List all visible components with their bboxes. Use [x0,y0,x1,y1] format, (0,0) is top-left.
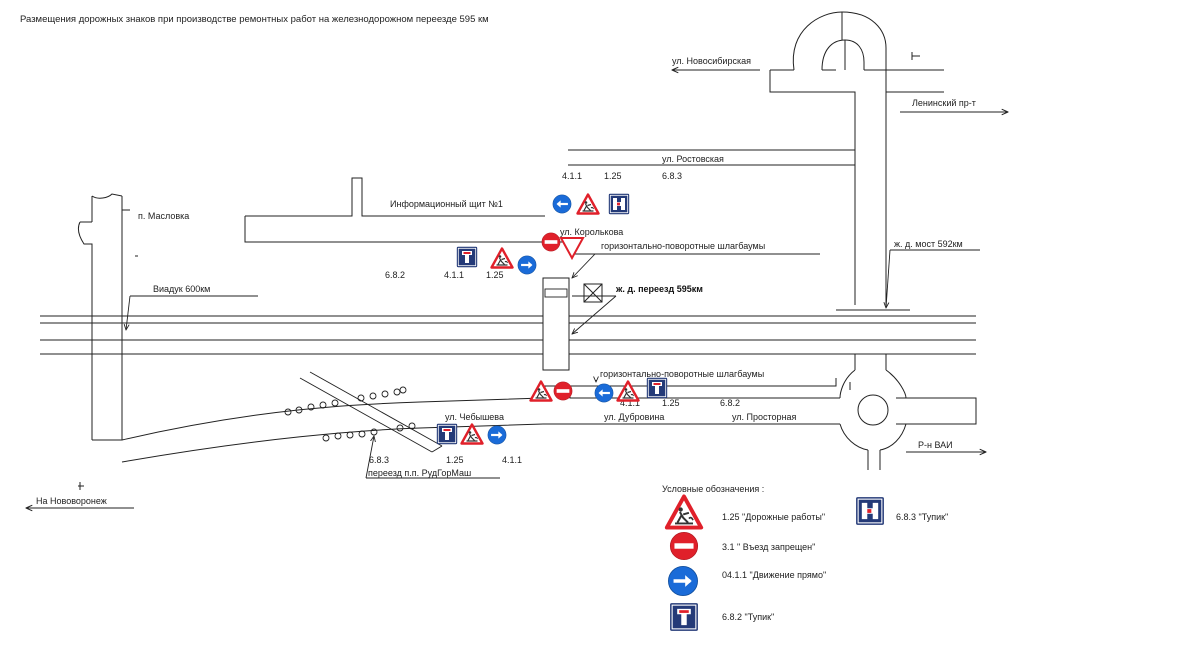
legend-item-road-works: 1.25 "Дорожные работы" [722,512,825,522]
dead-end-sign-top [608,193,630,215]
label-barriers-bottom: горизонтально-поворотные шлагбаумы [600,369,764,379]
railway-tracks [40,309,976,355]
legend-road-works-icon [664,494,704,530]
code-right-125: 1.25 [662,398,680,408]
straight-arrow-sign-right [594,383,614,403]
code-left-683: 6.8.3 [369,455,389,465]
road-works-sign-bottom [529,380,553,402]
korolkova-upper-edge [245,177,545,217]
top-loop-junction [769,11,944,305]
code-mid-125: 1.25 [486,270,504,280]
code-mid-411: 4.1.1 [444,270,464,280]
label-crossing: ж. д. переезд 595км [615,284,703,294]
label-prostornaya: ул. Просторная [732,412,797,422]
label-novovoronezh: На Нововоронеж [36,496,107,506]
label-vai: Р-н ВАИ [918,440,953,450]
rudgormash-spur [299,371,443,453]
legend-item-dead-end-side: 6.8.3 "Тупик" [896,512,948,522]
label-novosibirskaya: ул. Новосибирская [672,56,751,66]
dead-end-sign-mid [456,246,478,268]
label-rostovskaya: ул. Ростовская [662,154,724,164]
code-right-682: 6.8.2 [720,398,740,408]
code-top-411: 4.1.1 [562,171,582,181]
label-barriers-top: горизонтально-поворотные шлагбаумы [601,241,765,251]
dead-end-sign-left [436,423,458,445]
legend-dead-end-icon [669,602,699,632]
leader-lines [126,249,980,479]
label-maslovka: п. Масловка [138,211,189,221]
legend: Условные обозначения : 1.25 "Дорожные ра… [662,484,948,632]
legend-title: Условные обозначения : [662,484,764,494]
label-dubrovina: ул. Дубровина [604,412,664,422]
legend-straight-arrow-icon [667,565,699,597]
label-rudgormash: переезд п.п. РудГорМаш [368,468,471,478]
label-viaduct: Виадук 600км [153,284,210,294]
legend-dead-end-side-icon [855,496,885,526]
straight-arrow-sign-left [487,425,507,445]
label-chebysheva: ул. Чебышева [445,412,504,422]
crossing-structure [542,277,603,371]
road-works-sign-right [616,380,640,402]
legend-no-entry-icon [669,531,699,561]
legend-item-no-entry: 3.1 " Въезд запрещен" [722,542,815,552]
dead-end-sign-right [646,377,668,399]
straight-arrow-sign-mid [517,255,537,275]
diagram-title: Размещения дорожных знаков при производс… [20,14,489,25]
no-entry-sign-bottom [553,381,573,401]
label-info-board: Информационный щит №1 [390,199,503,209]
korolkova-road [244,216,545,243]
no-entry-sign-top [541,232,561,252]
straight-arrow-sign-top [552,194,572,214]
roundabout [839,354,907,470]
road-works-sign-left [460,423,484,445]
dotted-line-markers [284,386,416,442]
code-right-411: 4.1.1 [620,398,640,408]
code-mid-682: 6.8.2 [385,270,405,280]
give-way-sign-top [559,237,585,261]
maslovka-road [77,193,138,440]
code-top-125: 1.25 [604,171,622,181]
lower-road [92,378,977,463]
label-leninsky: Ленинский пр-т [912,98,976,108]
code-top-683: 6.8.3 [662,171,682,181]
legend-item-dead-end: 6.8.2 "Тупик" [722,612,774,622]
code-left-125: 1.25 [446,455,464,465]
road-works-sign-mid [490,247,514,269]
end-tick [78,482,84,490]
label-korolkova: ул. Королькова [560,227,623,237]
road-works-sign-top [576,193,600,215]
label-bridge: ж. д. мост 592км [894,239,963,249]
legend-item-straight: 04.1.1 "Движение прямо" [722,570,826,580]
code-left-411: 4.1.1 [502,455,522,465]
